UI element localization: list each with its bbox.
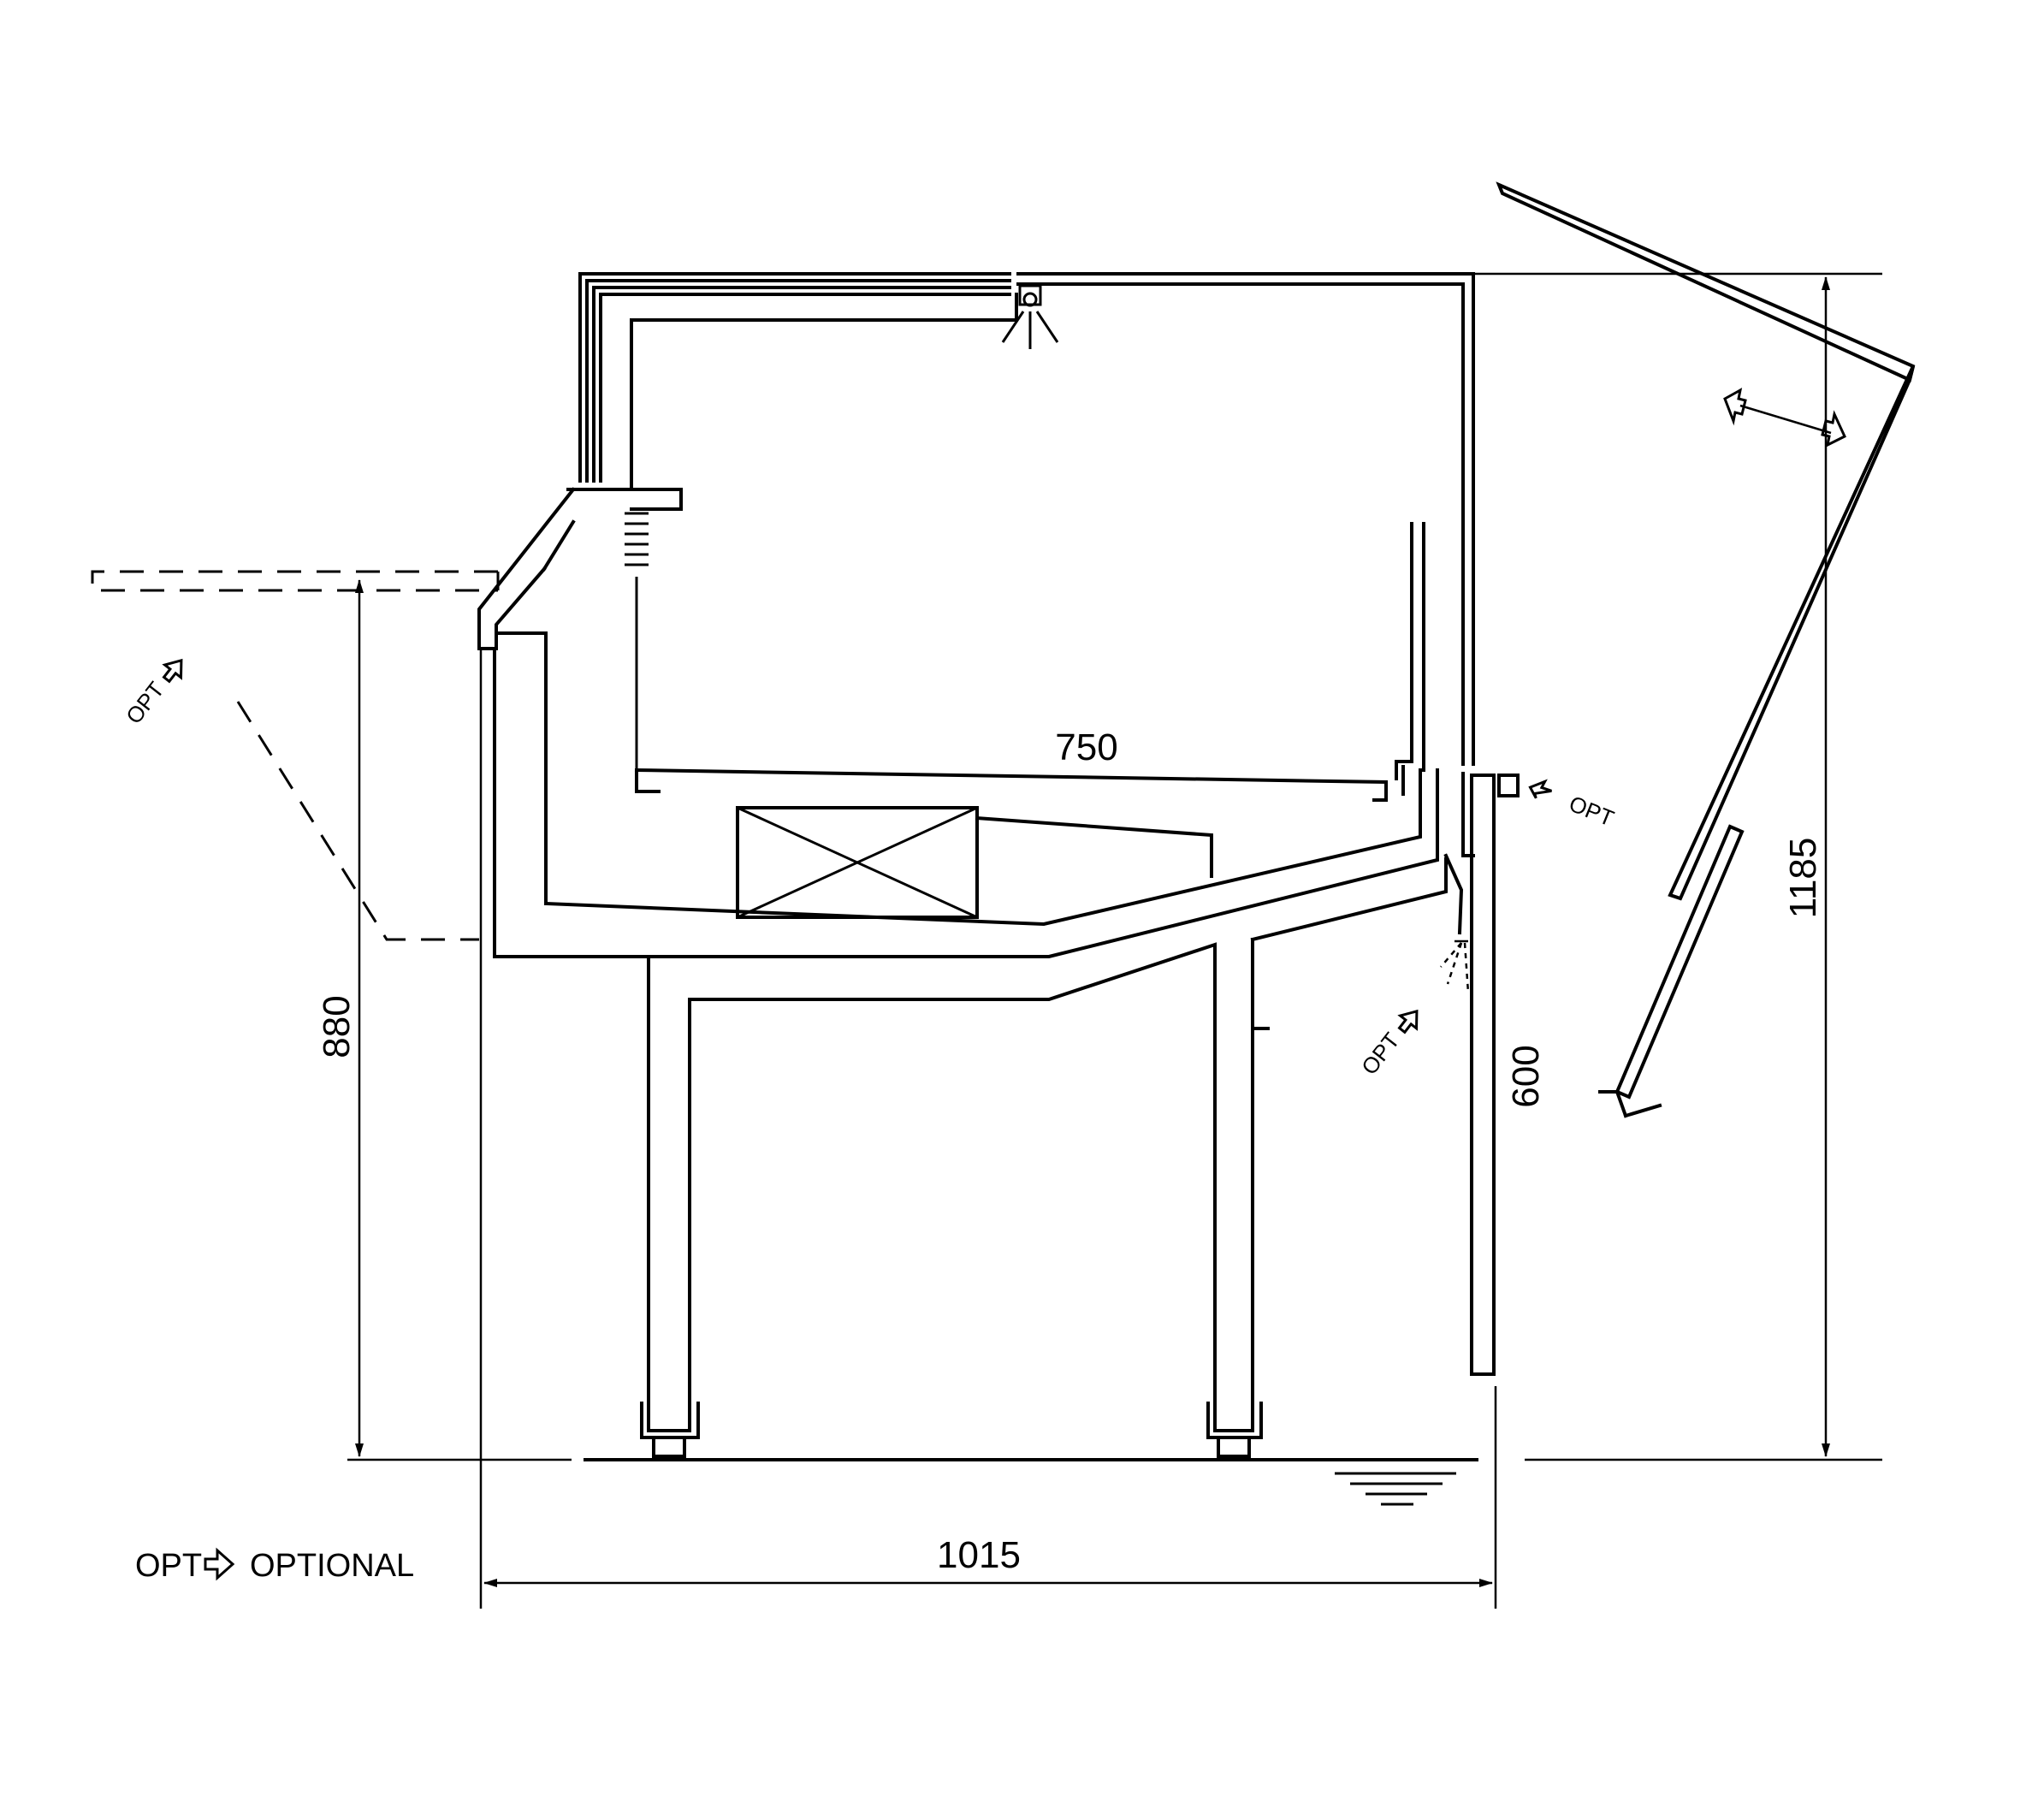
opt-callout-rear-shelf: OPT [1528, 779, 1618, 832]
opt-callout-rear: OPT [1356, 1009, 1419, 1080]
opt-callout-front: OPT [121, 658, 183, 729]
spring-icon [625, 512, 649, 774]
dimension-height-counter: 880 [316, 579, 572, 1461]
legend-arrow-icon [204, 1547, 235, 1581]
dimension-rear-panel-value: 600 [1505, 1045, 1547, 1107]
opt-rear-label: OPT [1356, 1028, 1405, 1080]
top-light-icon [1001, 284, 1059, 349]
base-frame [493, 857, 1448, 1414]
opt-arrow-icon [162, 658, 183, 684]
legend-meaning: OPTIONAL [250, 1548, 414, 1584]
evaporator-coil [736, 806, 1213, 919]
dimension-shelf-value: 750 [1055, 726, 1117, 768]
opt-arrow-icon [1528, 779, 1552, 799]
dimension-width: 1015 [479, 650, 1497, 1609]
dimension-width-value: 1015 [937, 1534, 1021, 1576]
opt-rear-shelf-label: OPT [1566, 791, 1618, 832]
legend-key: OPT [135, 1548, 202, 1584]
opt-front-label: OPT [121, 677, 169, 729]
front-panel [477, 487, 576, 958]
opt-arrow-icon [1397, 1009, 1419, 1034]
display-tub [493, 522, 1439, 958]
rear-light-icon [1440, 940, 1470, 993]
canopy [566, 272, 1475, 766]
rear-panel [1443, 772, 1520, 1376]
foot-left [640, 1402, 700, 1458]
legend: OPT OPTIONAL [135, 1547, 414, 1584]
rear-lid-open [1496, 181, 1916, 1118]
optional-front-shelf [91, 570, 500, 592]
foot-right [1206, 1402, 1263, 1458]
optional-front-guard [236, 701, 479, 941]
dimension-height-counter-value: 880 [316, 995, 358, 1058]
dimension-height-overall: 1185 [1475, 272, 1882, 1461]
floor-line [584, 1458, 1478, 1506]
dimension-height-overall-value: 1185 [1782, 838, 1824, 919]
